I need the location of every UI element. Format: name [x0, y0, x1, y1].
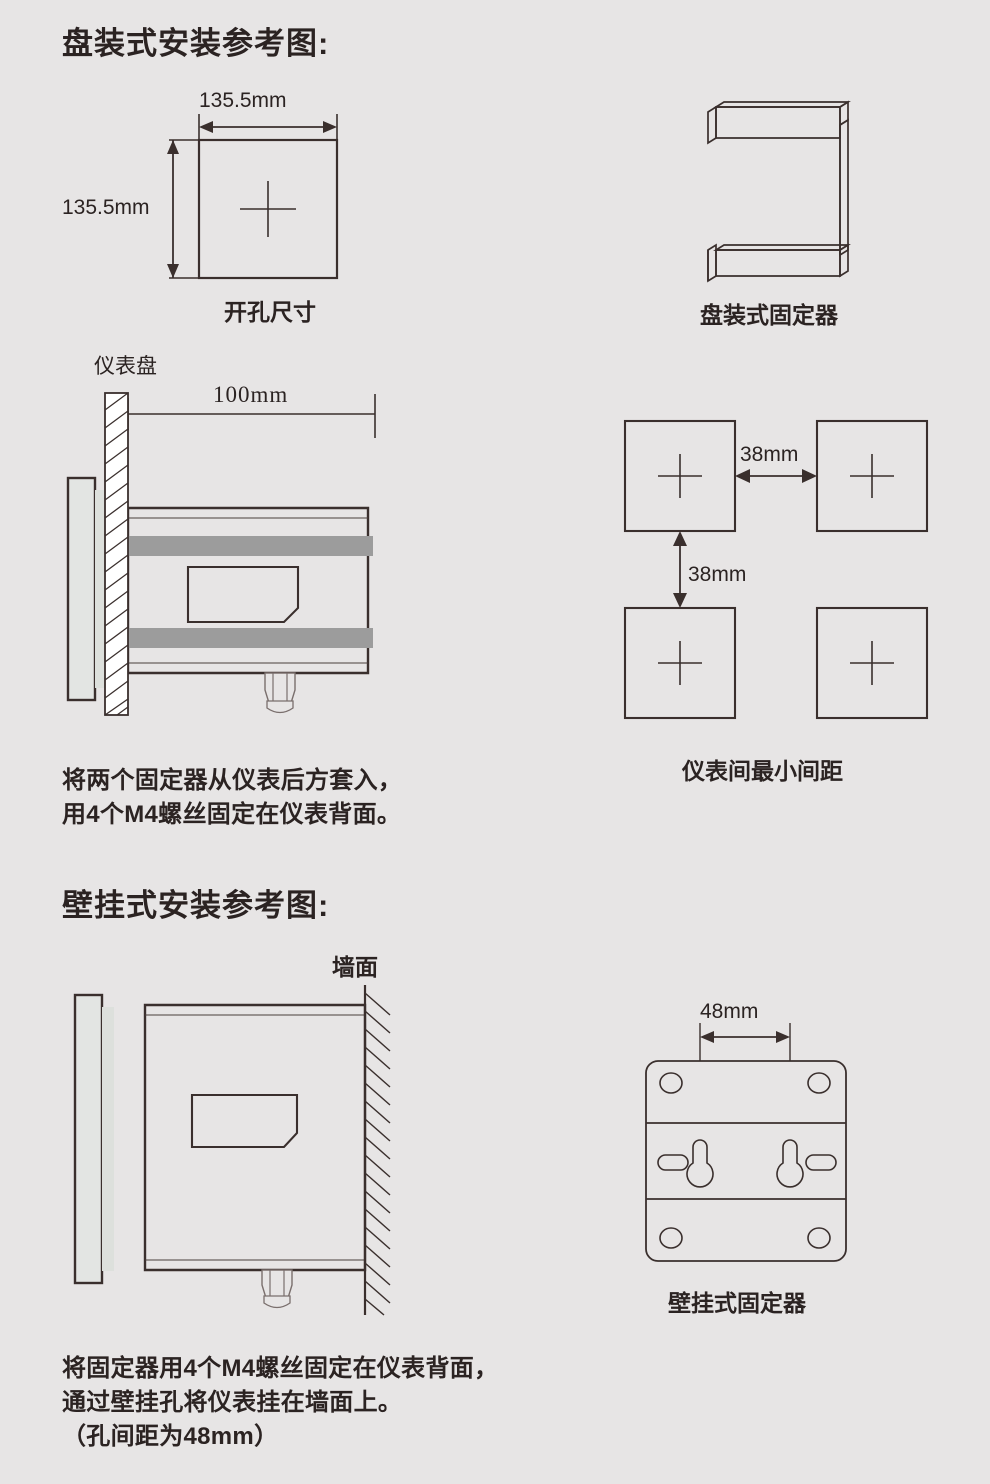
- wall-bracket-figure: [645, 1023, 847, 1262]
- wall-mount-side-view: [73, 985, 391, 1316]
- cable-gland-icon: [261, 1269, 293, 1309]
- min-spacing-label: 仪表间最小间距: [682, 758, 843, 784]
- section-title-panel-mount: 盘装式安装参考图:: [62, 26, 330, 61]
- minimum-spacing-figure: [623, 419, 929, 720]
- panel-bracket-label: 盘装式固定器: [700, 302, 838, 328]
- wall-bracket-label: 壁挂式固定器: [668, 1290, 806, 1316]
- cutout-width-dimension: 135.5mm: [199, 89, 287, 112]
- cable-gland-icon: [264, 672, 296, 714]
- spacing-horizontal-dimension: 38mm: [740, 443, 799, 466]
- panel-bracket-figure: [707, 100, 851, 283]
- instrument-panel-label: 仪表盘: [94, 355, 157, 378]
- cutout-height-dimension: 135.5mm: [62, 196, 150, 219]
- wall-caption-line-1: 将固定器用4个M4螺丝固定在仪表背面，: [62, 1355, 499, 1382]
- wall-surface-label: 墙面: [332, 954, 378, 980]
- panel-mount-caption: 将两个固定器从仪表后方套入， 用4个M4螺丝固定在仪表背面。: [62, 764, 402, 832]
- panel-mount-side-view: [66, 392, 376, 716]
- hole-spacing-dimension: 48mm: [700, 1000, 759, 1023]
- panel-caption-line-2: 用4个M4螺丝固定在仪表背面。: [62, 801, 402, 829]
- spacing-vertical-dimension: 38mm: [688, 563, 747, 586]
- cutout-dimension-figure: [167, 114, 339, 280]
- depth-dimension-100mm: 100mm: [213, 382, 289, 407]
- cutout-figure-label: 开孔尺寸: [224, 299, 316, 325]
- panel-caption-line-1: 将两个固定器从仪表后方套入，: [62, 767, 403, 794]
- section-title-wall-mount: 壁挂式安装参考图:: [62, 888, 330, 923]
- wall-mount-caption: 将固定器用4个M4螺丝固定在仪表背面， 通过壁挂孔将仪表挂在墙面上。 （孔间距为…: [62, 1352, 498, 1454]
- wall-caption-line-3: （孔间距为48mm）: [62, 1423, 279, 1451]
- wall-caption-line-2: 通过壁挂孔将仪表挂在墙面上。: [62, 1389, 403, 1417]
